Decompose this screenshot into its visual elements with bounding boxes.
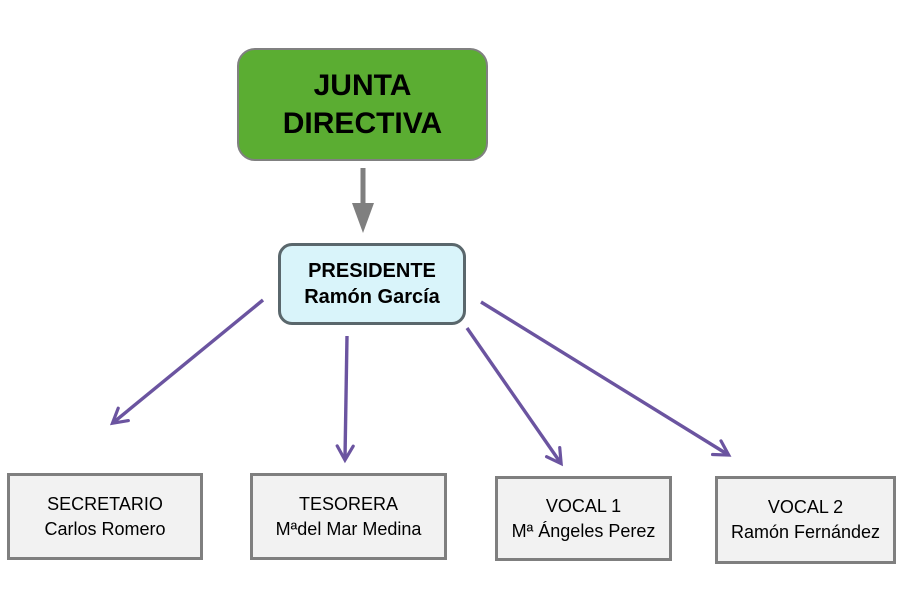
node-vocal-1-role: VOCAL 1 bbox=[545, 495, 622, 516]
arrow-president-to-tesorera bbox=[335, 335, 355, 464]
node-tesorera-name: Mªdel Mar Medina bbox=[275, 518, 422, 539]
node-vocal-2-name: Ramón Fernández bbox=[730, 522, 881, 542]
node-presidente-role: PRESIDENTE bbox=[308, 260, 436, 282]
arrow-president-to-vocal1 bbox=[465, 327, 563, 467]
arrow-president-to-vocal2 bbox=[480, 300, 732, 457]
node-vocal-1-name: Mª Ángeles Perez bbox=[511, 520, 656, 541]
node-vocal-2: VOCAL 2 Ramón Fernández bbox=[715, 476, 896, 564]
node-junta-directiva-label: JUNTA DIRECTIVA bbox=[282, 68, 443, 140]
node-presidente-name: Ramón García bbox=[304, 286, 440, 308]
node-vocal-1: VOCAL 1 Mª Ángeles Perez bbox=[495, 476, 672, 561]
arrow-root-to-president bbox=[352, 168, 374, 233]
node-vocal-2-role: VOCAL 2 bbox=[767, 497, 844, 517]
node-tesorera: TESORERA Mªdel Mar Medina bbox=[250, 473, 447, 560]
node-secretario-role: SECRETARIO bbox=[47, 493, 163, 514]
node-secretario: SECRETARIO Carlos Romero bbox=[7, 473, 203, 560]
arrow-president-to-secretario bbox=[109, 298, 265, 426]
node-secretario-name: Carlos Romero bbox=[44, 518, 166, 539]
node-presidente: PRESIDENTE Ramón García bbox=[278, 243, 466, 325]
node-junta-directiva: JUNTA DIRECTIVA bbox=[237, 48, 488, 161]
node-tesorera-role: TESORERA bbox=[298, 493, 399, 514]
